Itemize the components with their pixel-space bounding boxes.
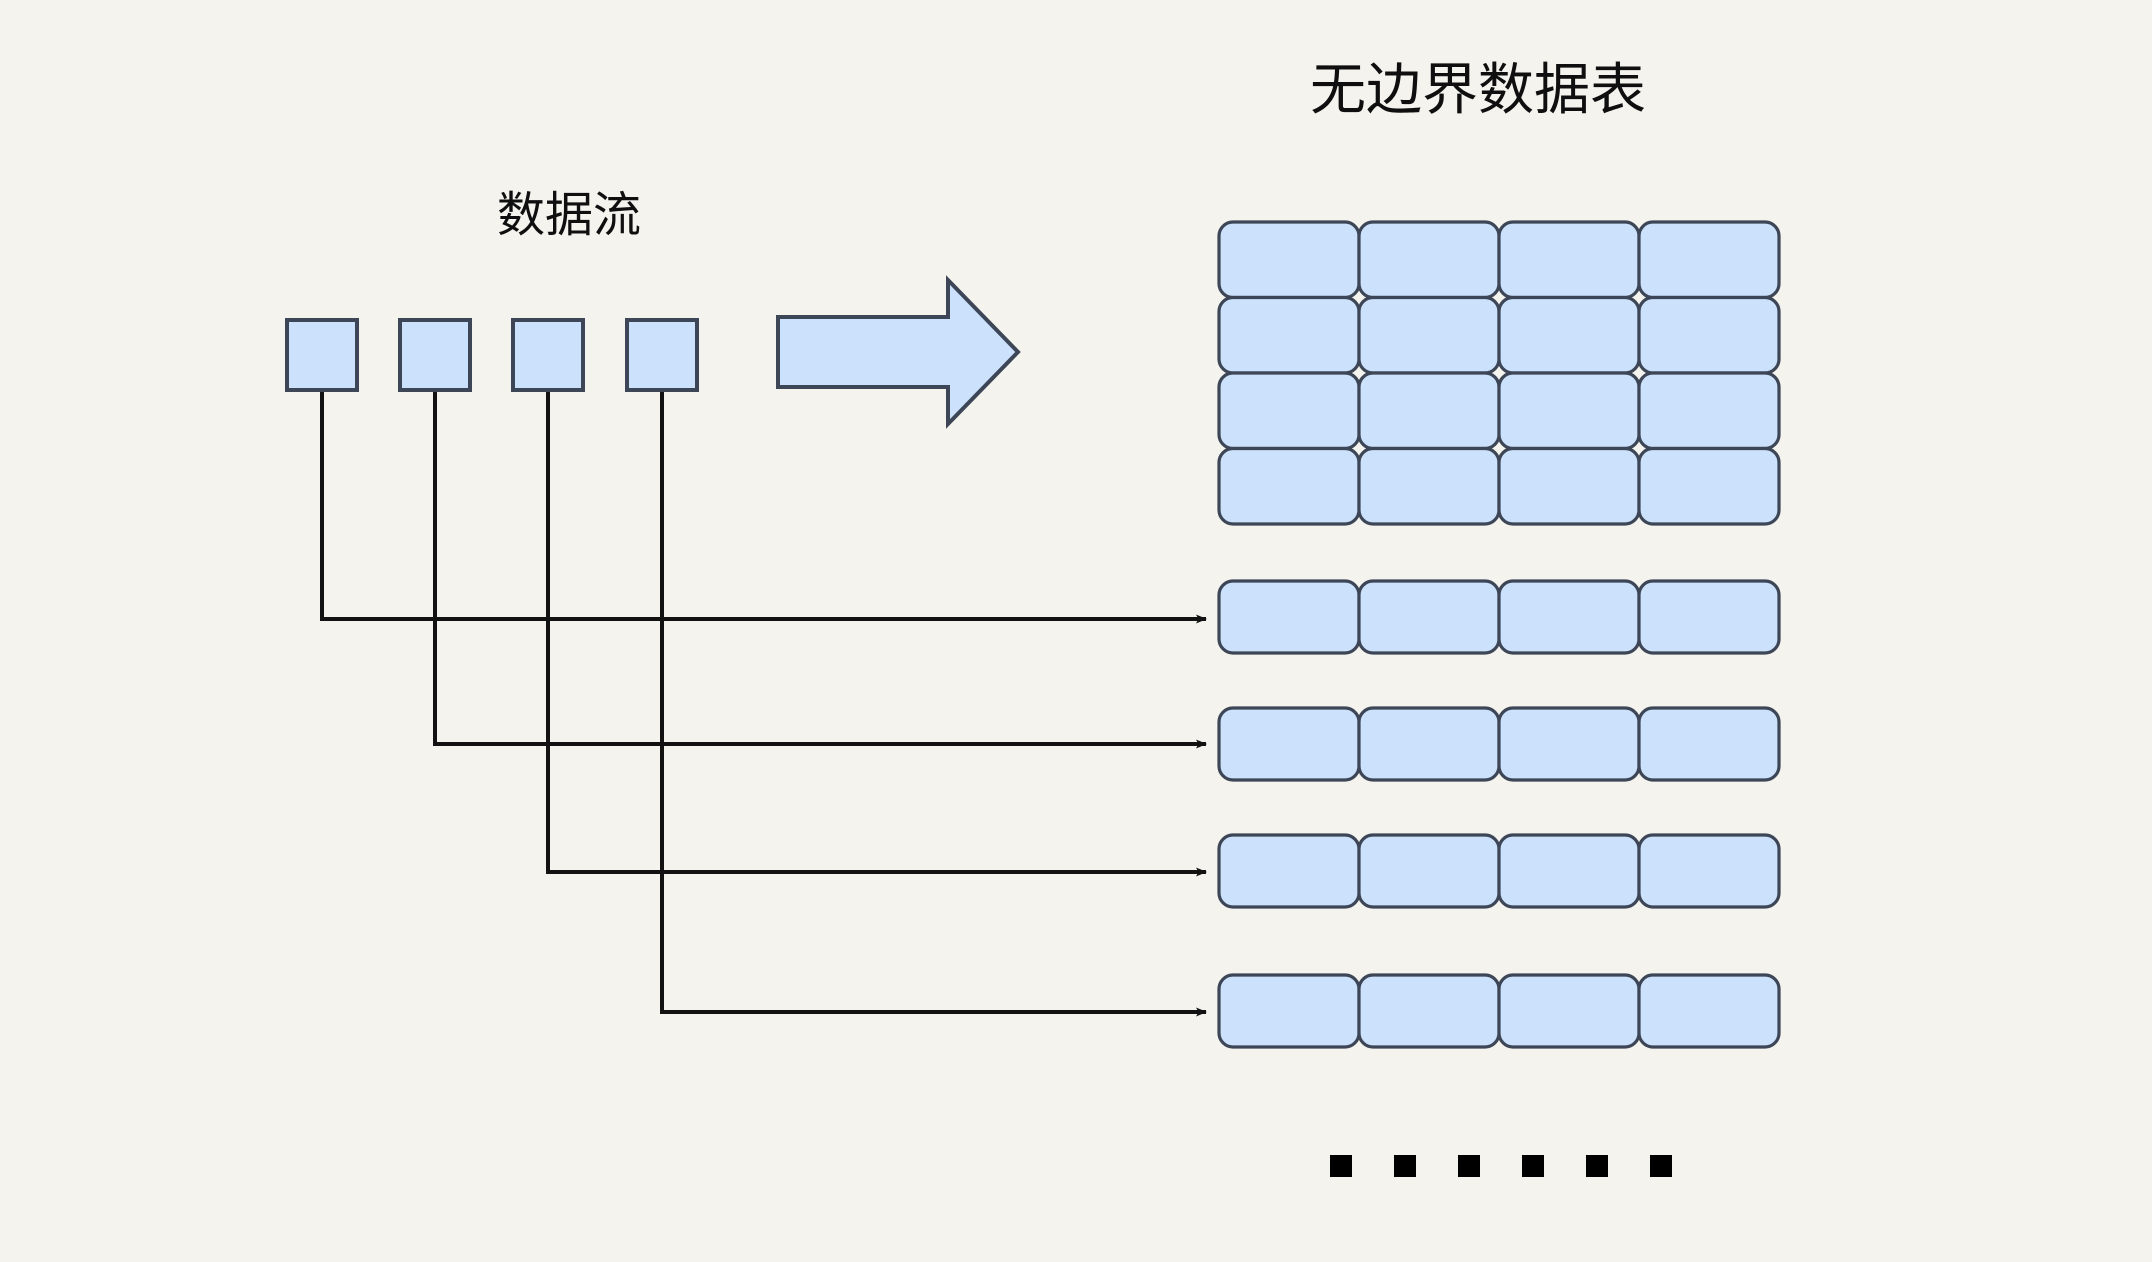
stream-box (625, 318, 699, 392)
table-row-strip-2 (1217, 706, 1781, 782)
table-cell (1217, 371, 1361, 451)
table-cell (1217, 579, 1361, 655)
table-cell (1357, 579, 1501, 655)
table-cell (1637, 446, 1781, 526)
table-cell (1497, 295, 1641, 375)
ellipsis-dot (1650, 1155, 1672, 1177)
table-cell (1357, 446, 1501, 526)
stream-box (511, 318, 585, 392)
table-cell (1357, 220, 1501, 300)
connector-arrow-4 (660, 389, 1207, 1017)
table-cell (1357, 295, 1501, 375)
ellipsis-dot (1522, 1155, 1544, 1177)
table-cell (1217, 973, 1361, 1049)
connector-arrow-1 (320, 389, 1207, 624)
ellipsis-dot (1458, 1155, 1480, 1177)
ellipsis-dots (1330, 1155, 1672, 1177)
stream-box (398, 318, 472, 392)
table-row-strip-1 (1217, 579, 1781, 655)
table-cell (1217, 295, 1361, 375)
connector-arrows (320, 389, 1207, 1017)
table-cell (1497, 446, 1641, 526)
data-stream-label: 数据流 (497, 189, 642, 242)
table-cell (1637, 706, 1781, 782)
table-cell (1497, 706, 1641, 782)
table-cell (1637, 371, 1781, 451)
block-arrow-icon (776, 275, 1021, 429)
table-cell (1497, 220, 1641, 300)
table-row-strip-4 (1217, 973, 1781, 1049)
table-cell (1357, 371, 1501, 451)
ellipsis-dot (1586, 1155, 1608, 1177)
stream-boxes (285, 318, 699, 392)
connector-arrow-2 (433, 389, 1207, 749)
table-cell (1637, 579, 1781, 655)
table-cell (1217, 446, 1361, 526)
table-cell (1357, 973, 1501, 1049)
table-cell (1217, 833, 1361, 909)
table-cell (1497, 833, 1641, 909)
table-cell (1497, 973, 1641, 1049)
table-cell (1637, 295, 1781, 375)
connector-arrow-3 (546, 389, 1207, 877)
ellipsis-dot (1330, 1155, 1352, 1177)
table-cell (1217, 220, 1361, 300)
table-cell (1637, 973, 1781, 1049)
unbounded-table-title: 无边界数据表 (1310, 58, 1646, 121)
table-cell (1497, 371, 1641, 451)
table-row-strip-3 (1217, 833, 1781, 909)
ellipsis-dot (1394, 1155, 1416, 1177)
table-cell (1217, 706, 1361, 782)
table-grid-4x4 (1217, 220, 1781, 526)
stream-box (285, 318, 359, 392)
table-cell (1357, 706, 1501, 782)
table-cell (1357, 833, 1501, 909)
table-cell (1637, 220, 1781, 300)
table-cell (1497, 579, 1641, 655)
table-cell (1637, 833, 1781, 909)
